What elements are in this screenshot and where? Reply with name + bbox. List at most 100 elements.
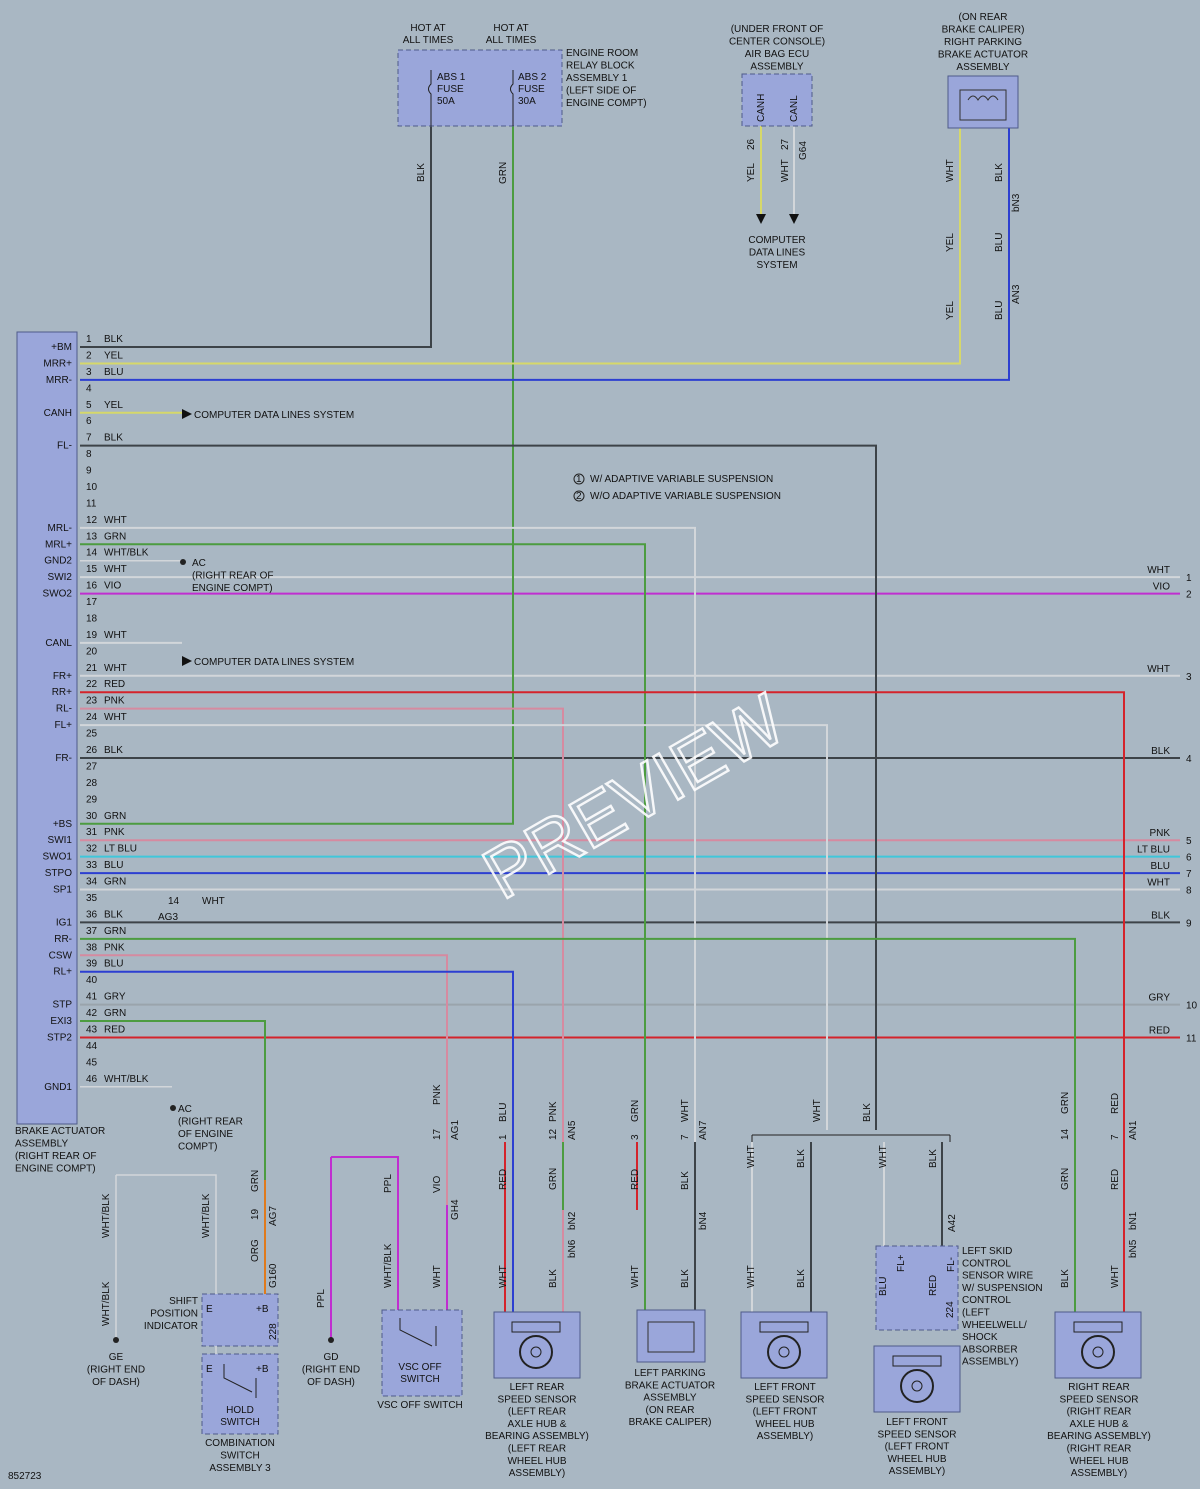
pin-wire-16: VIO [104,581,121,592]
legend-mark-1 [573,473,585,485]
exit-number-1: 1 [1186,573,1192,584]
lbl-wht-lfb: WHT [878,1145,889,1168]
wire-pin13-grn [80,543,646,1312]
exit-number-3: 3 [1186,672,1192,683]
lbl-wht-lfa: WHT [746,1145,757,1168]
lbl-whtblk-2: WHT/BLK [201,1193,212,1238]
con-224: 224 [945,1301,956,1318]
con-ag7: AG7 [268,1206,279,1226]
combination-switch-label-line-1: SWITCH [220,1451,259,1462]
lbl-wht-ag3: WHT [202,896,225,907]
fuse2-line-0: ABS 2 [518,72,547,83]
pin-lbl-7b: 7 [1110,1134,1121,1140]
airbag-ecu-label-line-1: CENTER CONSOLE) [729,37,825,48]
ground-ac1-label-line-0: AC [192,558,206,569]
pin-wire-33: BLU [104,860,123,871]
left-front-b-label-line-0: LEFT FRONT [886,1417,947,1428]
left-front-sensor-a [740,1311,828,1379]
fuse1-line-1: FUSE [437,84,464,95]
left-skid-label-line-9: ASSEMBLY) [962,1357,1019,1368]
pin-number-40: 40 [86,975,98,986]
pin-wire-14: WHT/BLK [104,548,149,559]
ground-ac-2 [170,1105,176,1111]
pin-signal-12: MRL- [48,523,72,534]
lbl-blk-fuse1: BLK [416,163,427,182]
hold-switch-label-line-1: SWITCH [220,1417,259,1428]
pin-signal-43: STP2 [47,1032,72,1043]
pin-wire-19: WHT [104,630,127,641]
ground-ge-label-line-2: OF DASH) [92,1377,140,1388]
right-parking-label-line-2: RIGHT PARKING [944,37,1022,48]
fuse1-line-2: 50A [437,96,455,107]
exit-wire-5: PNK [1149,828,1170,839]
exit-number-6: 6 [1186,853,1192,864]
con-bn1: bN1 [1128,1211,1139,1230]
pin-lbl-1a: 1 [498,1134,509,1140]
computer-data-lines-line-2: SYSTEM [756,260,797,271]
pin-number-43: 43 [86,1024,98,1035]
pin-number-28: 28 [86,778,98,789]
pin-number-2: 2 [86,350,92,361]
pin-number-33: 33 [86,860,98,871]
pin-signal-26: FR- [55,753,72,764]
con-an3: AN3 [1011,284,1022,304]
right-rear-sensor [1054,1311,1142,1379]
pin-number-26: 26 [86,745,98,756]
pin-number-8: 8 [86,449,92,460]
abs1-fuse-symbol [428,70,432,126]
pin-signal-38: CSW [49,950,73,961]
lbl-red-rr: RED [1110,1093,1121,1114]
pin-signal-39: RL+ [53,967,72,978]
data-line-text-1: COMPUTER DATA LINES SYSTEM [194,410,354,421]
pin-signal-21: FR+ [53,671,72,682]
lbl-wht-lp: WHT [680,1099,691,1122]
left-front-a-label-line-4: ASSEMBLY) [757,1431,814,1442]
pin-wire-41: GRY [104,992,126,1003]
exit-number-7: 7 [1186,869,1192,880]
pin-lbl-14: 14 [1060,1128,1071,1140]
lbl-grn-fuse2: GRN [498,162,509,184]
left-front-b-label-line-2: (LEFT FRONT [885,1442,950,1453]
ground-ac2-label-line-0: AC [178,1104,192,1115]
left-rear-sensor-label-line-3: AXLE HUB & [508,1419,567,1430]
vsc-off-label: VSC OFF SWITCH [377,1400,463,1411]
left-skid-label-line-2: SENSOR WIRE [962,1271,1033,1282]
data-line-arrow-2 [182,656,192,666]
wire-pin30-grn [80,126,514,825]
pin-wire-13: GRN [104,531,126,542]
con-ag3: AG3 [158,912,178,923]
brake-actuator-label-line-2: (RIGHT REAR OF [15,1151,96,1162]
pin-signal-36: IG1 [56,917,73,928]
lbl-wht-rr: WHT [1110,1265,1121,1288]
exit-wire-11: RED [1149,1025,1170,1036]
ground-gd-label-line-1: (RIGHT END [302,1365,360,1376]
con-ag1: AG1 [450,1120,461,1140]
exit-wire-4: BLK [1151,746,1170,757]
lbl-grn-lp: GRN [630,1100,641,1122]
pin-number-32: 32 [86,844,98,855]
skid-fl-minus: FL- [946,1257,957,1272]
vsc-off-switch-block [381,1309,463,1397]
con-bn5: bN5 [1128,1239,1139,1258]
lbl-whtblk-vsc: WHT/BLK [383,1243,394,1288]
pin-wire-15: WHT [104,564,127,575]
pin-wire-32: LT BLU [104,844,137,855]
fuse2-line-1: FUSE [518,84,545,95]
combination-switch-label-line-0: COMBINATION [205,1438,275,1449]
ground-ac2-label-line-1: (RIGHT REAR [178,1117,243,1128]
lbl-blk-rb: BLK [994,163,1005,182]
right-rear-sensor-label-line-1: SPEED SENSOR [1060,1394,1139,1405]
hold-switch-block [201,1353,279,1435]
ground-ac1-label-line-1: (RIGHT REAR OF [192,571,273,582]
lbl-red-rr2: RED [1110,1169,1121,1190]
pin-wire-5: YEL [104,400,123,411]
preview-watermark: PREVIEW [470,680,798,915]
pin-signal-30: +BS [53,819,73,830]
vsc-off-inner-line-1: SWITCH [400,1374,439,1385]
legend-text-1: W/ ADAPTIVE VARIABLE SUSPENSION [590,474,773,485]
fuse2-line-2: 30A [518,96,536,107]
pin-number-13: 13 [86,531,98,542]
pin-lbl-12: 12 [548,1128,559,1140]
lbl-wht-vsc: WHT [432,1265,443,1288]
